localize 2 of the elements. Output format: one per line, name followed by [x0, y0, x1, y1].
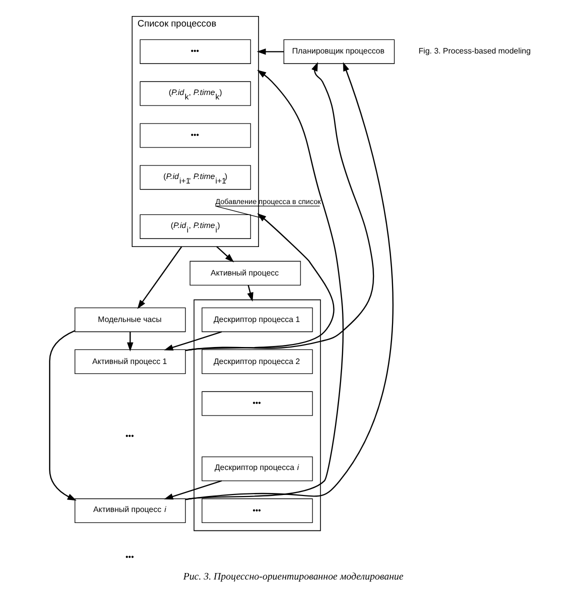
edge-label: Добавление процесса в список [214, 196, 320, 206]
caption: Рис. 3. Процессно-ориентированное моделирование [182, 571, 403, 582]
